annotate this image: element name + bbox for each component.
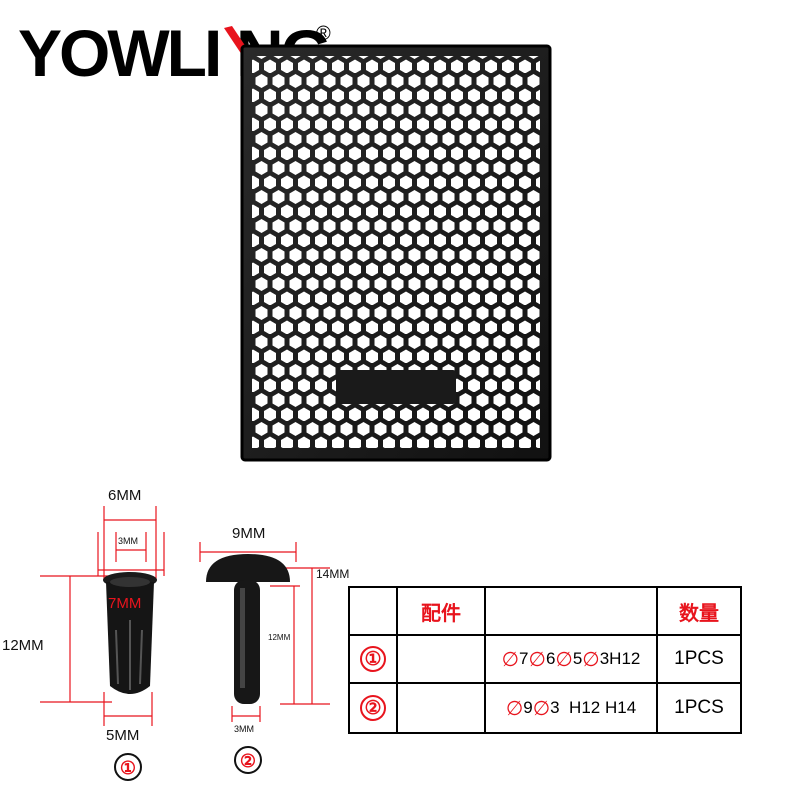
registered-mark: ® <box>316 23 331 45</box>
dim-pin-shaft: 12MM <box>268 633 291 642</box>
grille-solid-bar <box>336 370 456 404</box>
dim-pin-head: 9MM <box>232 525 265 542</box>
clip-part-image <box>103 572 157 694</box>
dim-clip-inner: 3MM <box>118 536 138 546</box>
row1-spec: ∅7∅6∅5∅3H12 <box>501 648 641 671</box>
part-label-clip: ① <box>120 758 136 778</box>
row2-spec: ∅9∅3 H12 H14 <box>505 697 637 720</box>
dim-clip-height: 12MM <box>2 637 44 654</box>
row1-index: ① <box>360 646 386 672</box>
header-quantity: 数量 <box>679 602 719 625</box>
dim-clip-head: 7MM <box>108 595 141 612</box>
brand-name-a: YOWLI <box>18 16 219 90</box>
dim-pin-total: 14MM <box>316 567 349 581</box>
dim-clip-bottom: 5MM <box>106 727 139 744</box>
dim-pin-width: 3MM <box>234 724 254 734</box>
row2-qty: 1PCS <box>674 697 724 718</box>
row2-index: ② <box>360 695 386 721</box>
header-part: 配件 <box>421 602 461 625</box>
grille-product-image <box>240 44 552 462</box>
parts-table: 配件 数量 ① ∅7∅6∅5∅3H12 1PCS ② ∅9∅3 H12 H14 … <box>348 586 742 734</box>
row1-qty: 1PCS <box>674 648 724 669</box>
dim-clip-top: 6MM <box>108 487 141 504</box>
parts-diagram: 6MM 3MM 7MM 12MM 5MM 9MM 14MM 12MM 3MM ①… <box>2 487 349 781</box>
part-label-pin: ② <box>240 751 256 771</box>
pin-part-image <box>206 554 290 704</box>
